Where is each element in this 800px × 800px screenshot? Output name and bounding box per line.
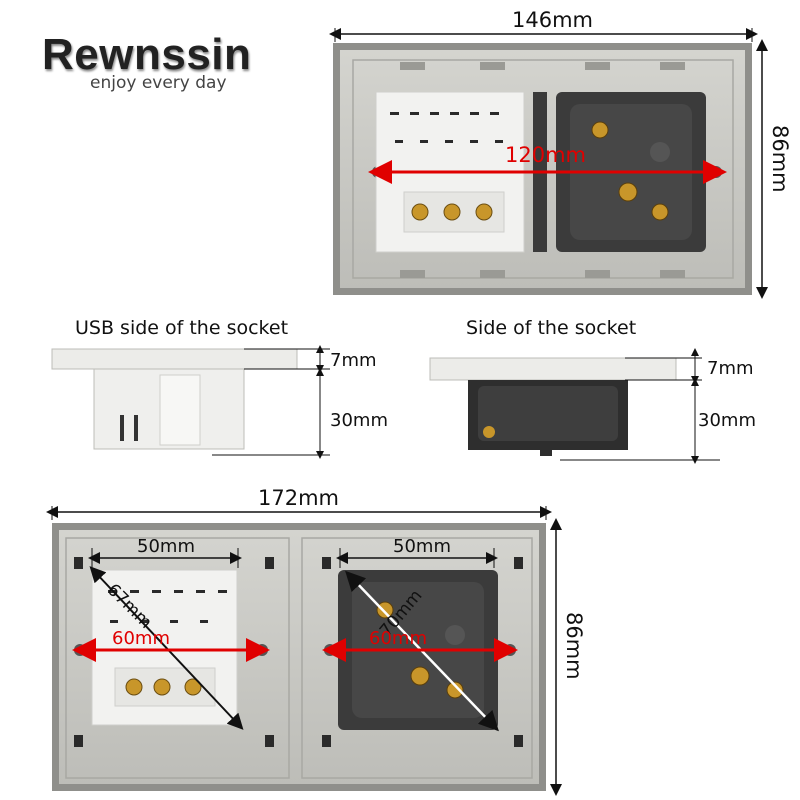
usb-plate-label: 7mm [330,350,377,371]
socket-side-view [429,348,720,464]
usb-side-title: USB side of the socket [75,317,289,339]
right-module-spacing-label: 60mm [369,628,427,649]
usb-depth-label: 30mm [330,410,388,431]
bottom-width-label: 172mm [258,486,339,510]
top-width-label: 146mm [512,8,593,32]
socket-plate-label: 7mm [707,358,754,379]
socket-side-title: Side of the socket [466,317,637,339]
brand-tagline: enjoy every day [90,73,227,93]
right-module-width-label: 50mm [393,536,451,557]
brand-logo: Rewnssin [42,30,252,79]
top-spacing-label: 120mm [505,143,586,167]
socket-depth-label: 30mm [698,410,756,431]
bottom-height-label: 86mm [562,612,586,680]
left-module-width-label: 50mm [137,536,195,557]
usb-side-view [51,345,330,459]
top-panel [329,28,768,299]
bottom-panel [46,506,562,796]
left-module-spacing-label: 60mm [112,628,170,649]
top-height-label: 86mm [768,125,792,193]
